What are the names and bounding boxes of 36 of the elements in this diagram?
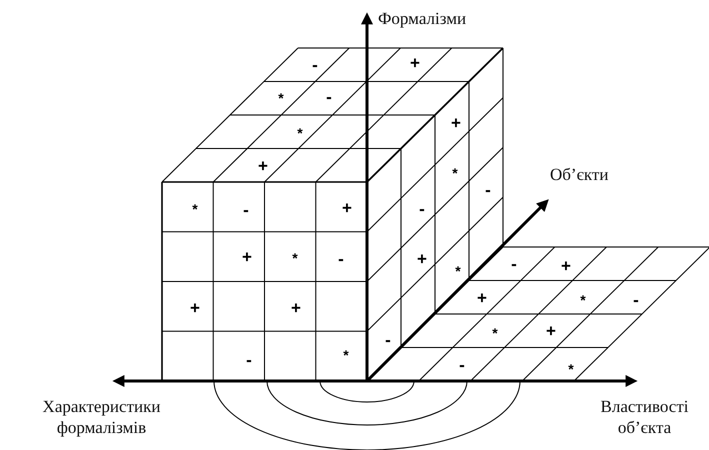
cell-mark: + bbox=[190, 300, 200, 316]
cell-mark: - bbox=[246, 352, 252, 368]
cell-mark: + bbox=[410, 54, 420, 72]
cell-mark: + bbox=[417, 250, 427, 268]
cell-mark: * bbox=[297, 126, 303, 140]
cell-mark: - bbox=[385, 332, 391, 348]
cell-mark: - bbox=[419, 200, 425, 218]
cell-mark: - bbox=[338, 250, 344, 268]
cell-mark: - bbox=[511, 256, 517, 272]
cell-mark: - bbox=[326, 88, 332, 106]
cell-mark: * bbox=[568, 362, 574, 376]
cell-mark: - bbox=[485, 182, 491, 198]
cell-mark: + bbox=[242, 248, 252, 266]
cell-mark: - bbox=[312, 56, 318, 74]
cell-mark: * bbox=[455, 264, 461, 278]
cell-mark: + bbox=[451, 114, 461, 132]
cell-mark: * bbox=[292, 251, 298, 265]
cell-mark: + bbox=[258, 158, 268, 174]
cell-mark: + bbox=[291, 300, 301, 316]
cell-mark: * bbox=[580, 293, 586, 307]
cell-mark: * bbox=[192, 202, 198, 216]
axis-label: Властивості об’єкта bbox=[600, 396, 690, 438]
cell-mark: + bbox=[546, 322, 556, 340]
cell-mark: - bbox=[633, 292, 639, 308]
cell-mark: * bbox=[343, 348, 349, 362]
cell-mark: + bbox=[342, 200, 352, 216]
cell-mark: + bbox=[477, 290, 487, 306]
cell-mark: - bbox=[459, 356, 465, 374]
cell-mark: * bbox=[492, 326, 498, 340]
axis-label: Об’єкти bbox=[550, 164, 608, 186]
cell-mark: * bbox=[278, 91, 284, 105]
cell-mark: + bbox=[561, 258, 571, 274]
cell-mark: * bbox=[452, 166, 458, 180]
axis-label: Формалізми bbox=[378, 8, 466, 30]
cell-mark: - bbox=[243, 202, 249, 218]
axis-label: Характеристики формалізмів bbox=[42, 396, 162, 438]
